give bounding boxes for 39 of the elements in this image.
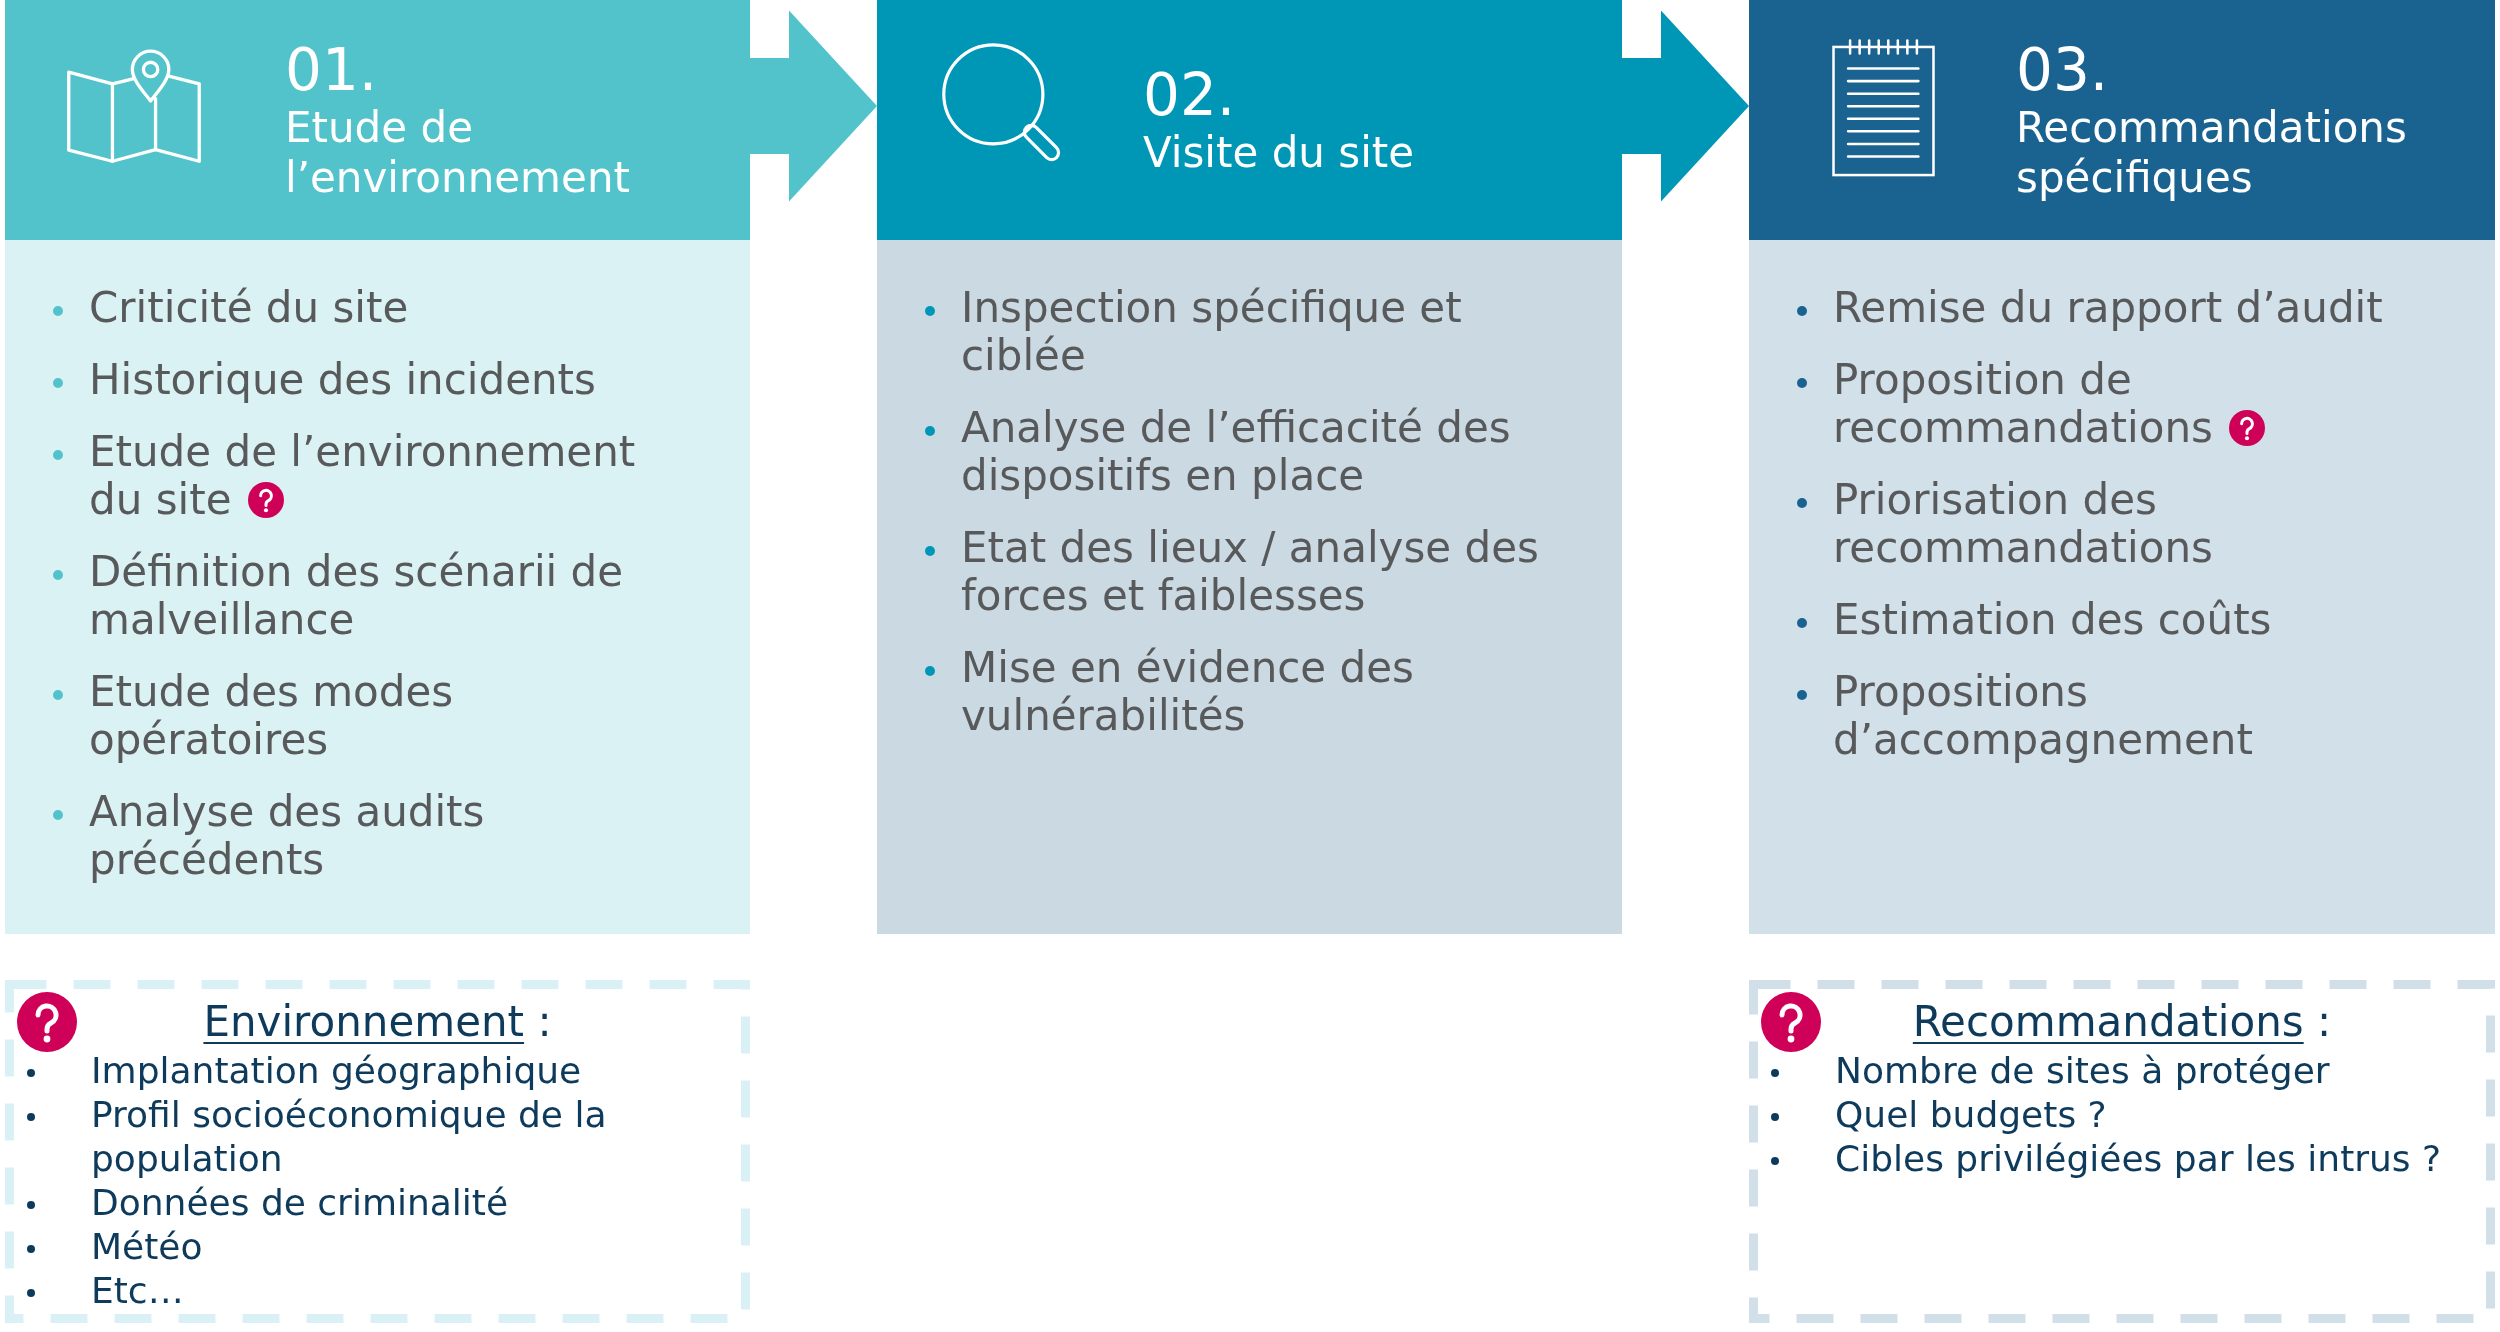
bullet-item: Etude de l’environnement du site [53,428,638,524]
step-panel [877,240,1622,934]
bullet-item: Criticité du site [53,284,411,332]
step-number: 01. [285,36,378,104]
step-header [1749,0,2495,240]
arrow [750,10,877,202]
bullet-item: Priorisation des recommandations [1797,476,2215,572]
bullet-item: Analyse des audits précédents [53,788,487,884]
bullet-item: Proposition de recommandations [1797,356,2215,452]
step-panel [5,240,750,934]
bullet-item: Cibles privilégiées par les intrus ? [1771,1137,2444,1181]
note-heading: Recommandations : [1912,998,2332,1046]
step-panel [1749,240,2495,934]
bullet-item: Nombre de sites à protéger [1771,1049,2332,1093]
bullet-item: Analyse de l’efficacité des dispositifs en place [925,404,1513,500]
step-number: 03. [2016,36,2109,104]
step-title: Etude de l’environnement [285,103,630,202]
bullet-item: Profil socioéconomique de la population [27,1093,609,1181]
step-number: 02. [1143,61,1236,129]
bullet-item: Estimation des coûts [1797,596,2274,644]
bullet-item: Etude des modes opératoires [53,668,456,764]
bullet-item: Historique des incidents [53,356,598,404]
note-heading: Environnement : [203,998,552,1046]
bullet-item: Etc… [27,1269,186,1313]
bullet-item: Mise en évidence des vulnérabilités [925,644,1416,740]
bullet-item: Etat des lieux / analyse des forces et faiblesses [925,524,1541,620]
step-title: Recommandations spécifiques [2016,103,2407,202]
bullet-item: Données de criminalité [27,1181,511,1225]
step-header [877,0,1622,240]
bullet-item: Implantation géographique [27,1049,584,1093]
step-title: Visite du site [1143,128,1415,177]
arrow [1622,10,1749,202]
step-header [5,0,750,240]
bullet-item: Quel budgets ? [1771,1093,2109,1137]
bullet-item: Propositions d’accompagnement [1797,668,2255,764]
bullet-item: Remise du rapport d’audit [1797,284,2385,332]
bullet-item: Météo [27,1225,205,1269]
bullet-item: Définition des scénarii de malveillance [53,548,626,644]
bullet-item: Inspection spécifique et ciblée [925,284,1464,380]
